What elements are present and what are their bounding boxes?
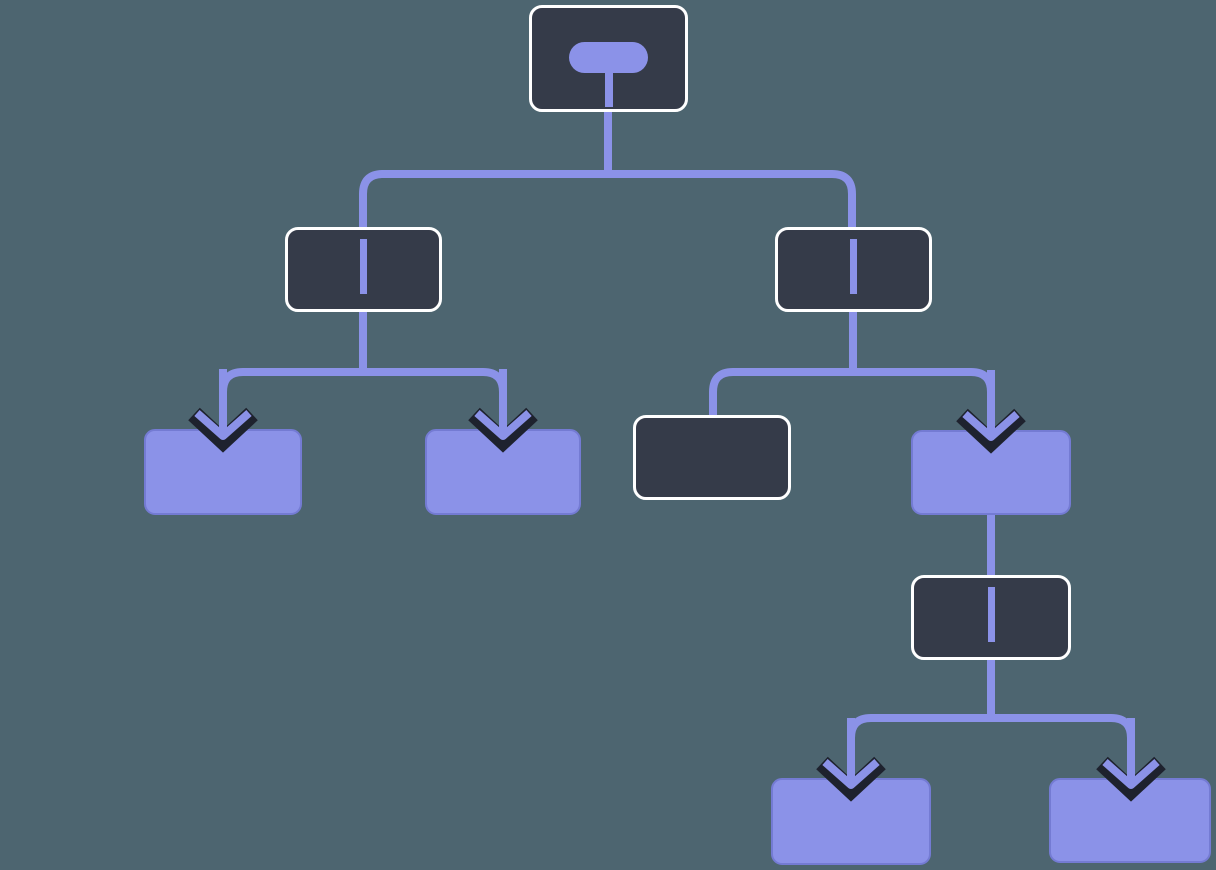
pass-through-line [850, 239, 857, 294]
pass-through-line [360, 239, 367, 294]
double-chevron-down-icon [816, 718, 886, 802]
node-branch-left[interactable] [285, 227, 442, 312]
pill-icon [569, 42, 648, 73]
pass-through-line [987, 587, 995, 642]
node-branch-right[interactable] [775, 227, 932, 312]
node-root[interactable] [529, 5, 688, 112]
double-chevron-down-icon [468, 369, 538, 453]
node-branch-lower[interactable] [911, 575, 1071, 660]
node-dark-leaf[interactable] [633, 415, 791, 500]
double-chevron-down-icon [956, 370, 1026, 454]
pill-stem-line [604, 70, 613, 107]
double-chevron-down-icon [1096, 718, 1166, 802]
connector-top-split [359, 170, 856, 231]
double-chevron-down-icon [188, 369, 258, 453]
